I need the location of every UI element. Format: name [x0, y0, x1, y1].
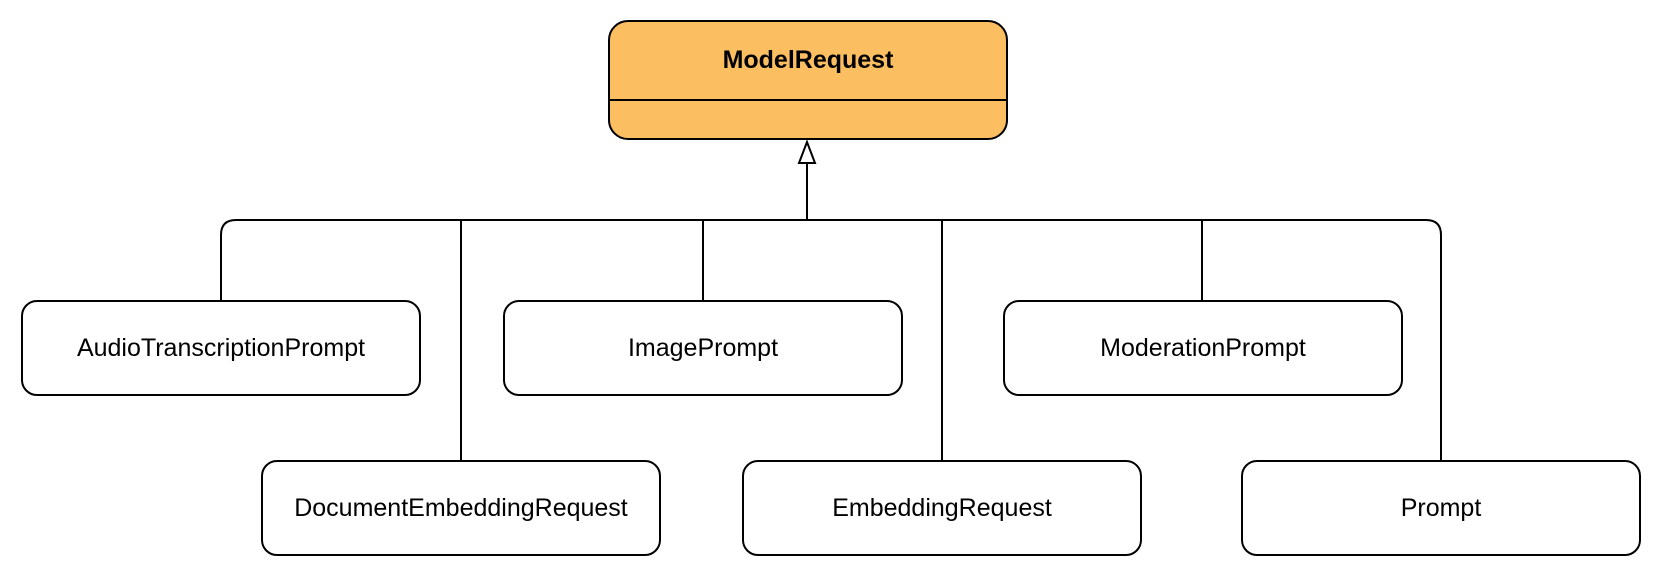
class-node-moderationprompt: ModerationPrompt	[1003, 300, 1403, 396]
class-node-imageprompt: ImagePrompt	[503, 300, 903, 396]
edge-bus-line	[220, 219, 1442, 460]
class-name-label: ModerationPrompt	[1100, 333, 1306, 362]
inheritance-arrow-icon	[797, 139, 817, 164]
class-attributes-section	[610, 99, 1006, 138]
class-node-modelrequest: ModelRequest	[608, 20, 1008, 140]
class-node-embeddingrequest: EmbeddingRequest	[742, 460, 1142, 556]
class-node-prompt: Prompt	[1241, 460, 1641, 556]
class-name-label: ModelRequest	[722, 46, 894, 74]
class-name-label: EmbeddingRequest	[832, 493, 1052, 522]
class-node-audiotranscriptionprompt: AudioTranscriptionPrompt	[21, 300, 421, 396]
class-name-label: Prompt	[1400, 493, 1482, 522]
class-name-label: DocumentEmbeddingRequest	[294, 493, 628, 522]
class-node-documentembeddingrequest: DocumentEmbeddingRequest	[261, 460, 661, 556]
class-title-section: ModelRequest	[610, 22, 1006, 99]
class-name-label: ImagePrompt	[627, 333, 779, 362]
class-name-label: AudioTranscriptionPrompt	[76, 333, 366, 362]
edge-group	[220, 139, 1442, 460]
